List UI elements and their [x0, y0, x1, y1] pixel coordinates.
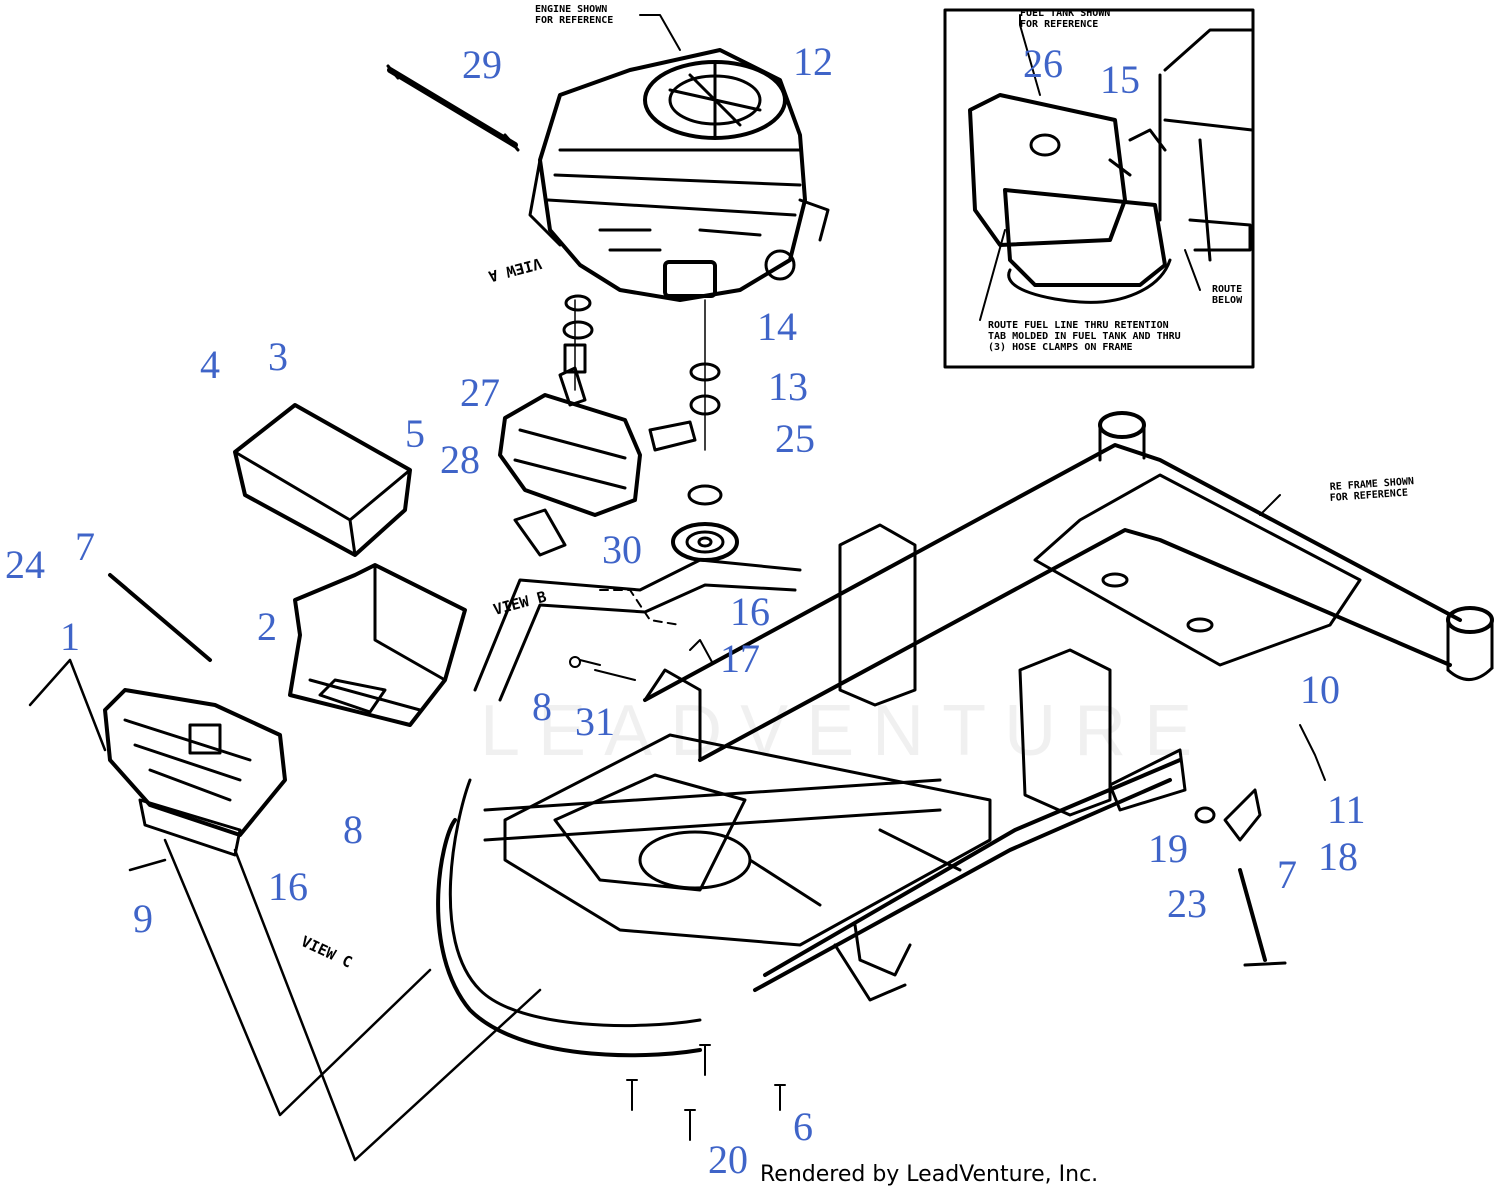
callout-28: 28 [440, 437, 480, 482]
callout-24: 24 [5, 542, 45, 587]
callout-7-left: 7 [75, 524, 95, 569]
callout-10: 10 [1300, 667, 1340, 712]
engine-note-line2: FOR REFERENCE [535, 15, 613, 26]
fuel-tank-note-line2: FOR REFERENCE [1020, 19, 1098, 30]
callout-16-bottom: 16 [268, 864, 308, 909]
muffler-bracket-drawing [513, 508, 567, 557]
kickstand-drawing [1194, 788, 1287, 967]
callout-1: 1 [60, 614, 80, 659]
watermark-text: LEADVENTURE [480, 691, 1211, 771]
fuel-tank-inset [943, 8, 1255, 369]
note-leaders [639, 14, 1281, 516]
frame-note-line2: FOR REFERENCE [1329, 488, 1408, 504]
callout-16-top: 16 [730, 589, 770, 634]
fuel-tank-note-line1: FUEL TANK SHOWN [1020, 8, 1110, 19]
route-below-note-line2: BELOW [1212, 295, 1243, 306]
callout-12: 12 [793, 39, 833, 84]
callout-2: 2 [257, 604, 277, 649]
shield-bracket-drawing [288, 563, 467, 727]
callout-27: 27 [460, 370, 500, 415]
engine-drawing [528, 48, 830, 302]
frame-drawing [436, 411, 1494, 1058]
engine-spacers-drawing [562, 294, 721, 451]
callout-7-right: 7 [1277, 852, 1297, 897]
callout-11: 11 [1327, 787, 1366, 832]
hardware-drawing [569, 639, 1326, 1141]
route-fuel-note-line1: ROUTE FUEL LINE THRU RETENTION [988, 320, 1169, 331]
callout-3: 3 [268, 334, 288, 379]
callout-20: 20 [708, 1137, 748, 1182]
callout-13: 13 [768, 364, 808, 409]
callout-25: 25 [775, 416, 815, 461]
callout-29: 29 [462, 42, 502, 87]
footer-credit: Rendered by LeadVenture, Inc. [760, 1162, 1099, 1187]
callout-31: 31 [575, 699, 615, 744]
callout-15: 15 [1100, 57, 1140, 102]
notes-text: ENGINE SHOWN FOR REFERENCE FUEL TANK SHO… [535, 4, 1414, 504]
callout-14: 14 [757, 304, 797, 349]
heat-shield-drawing [233, 403, 412, 557]
route-fuel-note-line3: (3) HOSE CLAMPS ON FRAME [988, 342, 1133, 353]
callout-5: 5 [405, 411, 425, 456]
view-b-label: VIEW B [491, 587, 548, 618]
callout-23: 23 [1167, 881, 1207, 926]
view-c-label: VIEW C [298, 932, 355, 971]
callout-8-left: 8 [343, 807, 363, 852]
callout-18: 18 [1318, 834, 1358, 879]
route-below-note-line1: ROUTE [1212, 284, 1242, 295]
pulley-drawing [671, 484, 739, 562]
callout-9: 9 [133, 896, 153, 941]
muffler-drawing [498, 366, 697, 517]
callout-4: 4 [200, 342, 220, 387]
dipstick-tube-drawing [386, 64, 520, 152]
callout-17: 17 [720, 636, 760, 681]
rod-drawing [108, 573, 212, 662]
callout-19: 19 [1148, 826, 1188, 871]
callout-8-center: 8 [532, 684, 552, 729]
console-panel-drawing [103, 688, 287, 857]
route-fuel-note-line2: TAB MOLDED IN FUEL TANK AND THRU [988, 331, 1181, 342]
callout-26: 26 [1023, 41, 1063, 86]
callout-6: 6 [793, 1104, 813, 1149]
engine-note-line1: ENGINE SHOWN [535, 4, 607, 15]
callout-30: 30 [602, 527, 642, 572]
callouts: 29 12 26 15 14 13 25 27 28 5 4 3 30 16 1… [5, 39, 1366, 1182]
view-a-label: VIEW A [487, 254, 544, 285]
leader-lines [28, 658, 542, 1162]
